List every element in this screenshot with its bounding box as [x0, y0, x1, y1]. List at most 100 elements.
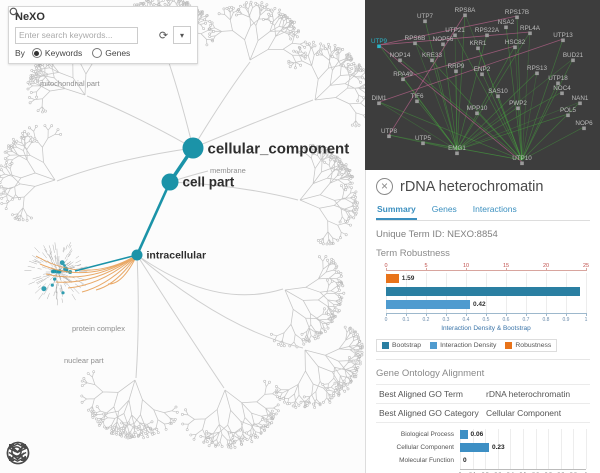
- tab-interactions[interactable]: Interactions: [472, 204, 517, 214]
- tab-summary[interactable]: Summary: [376, 204, 417, 220]
- network-node[interactable]: [485, 33, 489, 38]
- network-node[interactable]: [535, 71, 539, 76]
- cluster-term-node[interactable]: [61, 291, 65, 295]
- network-node-label[interactable]: KRE33: [422, 52, 442, 59]
- cluster-term-node[interactable]: [53, 277, 57, 281]
- zoom-out-button[interactable]: [6, 441, 67, 467]
- network-node[interactable]: [387, 134, 391, 139]
- network-node-label[interactable]: UTP18: [548, 75, 568, 82]
- network-node[interactable]: [377, 44, 381, 49]
- network-node-label[interactable]: RPS22A: [475, 27, 500, 34]
- tree-branch-label[interactable]: mitochondrial part: [40, 79, 101, 88]
- cluster-term-node[interactable]: [63, 264, 66, 267]
- network-node-label[interactable]: UTP21: [445, 27, 465, 34]
- search-mode-genes[interactable]: Genes: [92, 48, 130, 58]
- network-node-label[interactable]: KRR1: [470, 40, 487, 47]
- network-node[interactable]: [454, 69, 458, 74]
- network-node[interactable]: [463, 13, 467, 18]
- network-node[interactable]: [398, 58, 402, 63]
- network-node-label[interactable]: UTP13: [553, 32, 573, 39]
- network-node-label[interactable]: RPS17B: [505, 9, 529, 16]
- network-node-label[interactable]: NOP56: [433, 36, 454, 43]
- radio-icon[interactable]: [31, 48, 42, 58]
- network-node-label[interactable]: MPP10: [467, 105, 488, 112]
- tree-branch-label[interactable]: protein complex: [72, 324, 125, 333]
- network-node[interactable]: [413, 41, 417, 46]
- network-node[interactable]: [516, 106, 520, 111]
- tree-leaf-nodes[interactable]: [0, 0, 365, 450]
- network-node-label[interactable]: NOP6: [575, 120, 593, 127]
- network-node-label[interactable]: EMG1: [448, 145, 466, 152]
- network-node[interactable]: [423, 19, 427, 24]
- radio-icon[interactable]: [92, 48, 103, 58]
- network-node[interactable]: [571, 58, 575, 63]
- network-node-label[interactable]: HSC82: [505, 39, 526, 46]
- network-node[interactable]: [504, 25, 508, 30]
- reset-search-icon[interactable]: ⟳: [158, 29, 169, 42]
- close-icon[interactable]: ×: [376, 178, 393, 195]
- cluster-term-node[interactable]: [50, 269, 55, 274]
- layers-button[interactable]: [7, 441, 172, 467]
- network-node[interactable]: [515, 15, 519, 20]
- network-node-label[interactable]: NSA2: [498, 19, 515, 26]
- network-node[interactable]: [401, 77, 405, 82]
- network-node[interactable]: [476, 46, 480, 51]
- network-node[interactable]: [513, 45, 517, 50]
- search-input[interactable]: [15, 26, 138, 44]
- network-node[interactable]: [421, 141, 425, 146]
- network-node[interactable]: [528, 31, 532, 36]
- tree-term-node[interactable]: [182, 137, 204, 159]
- network-node-label[interactable]: NOC4: [553, 85, 571, 92]
- cluster-term-node[interactable]: [50, 283, 54, 287]
- network-node[interactable]: [475, 111, 479, 116]
- tree-node-label[interactable]: cellular_component: [208, 140, 350, 157]
- network-node-label[interactable]: UTP8: [381, 128, 398, 135]
- network-node-label[interactable]: SAS10: [488, 88, 508, 95]
- network-node-label[interactable]: RPA49: [393, 71, 413, 78]
- tree-node-label[interactable]: cell part: [183, 175, 235, 190]
- tab-genes[interactable]: Genes: [431, 204, 457, 214]
- network-node-label[interactable]: BUD21: [563, 52, 584, 59]
- network-node-label[interactable]: DIM1: [371, 95, 387, 102]
- network-node-label[interactable]: NAN1: [572, 95, 589, 102]
- search-icon[interactable]: [9, 7, 154, 42]
- tree-term-node[interactable]: [131, 249, 143, 261]
- fit-to-screen-button[interactable]: [9, 441, 102, 467]
- network-node[interactable]: [561, 38, 565, 43]
- network-node-label[interactable]: RPL4A: [520, 25, 541, 32]
- network-node[interactable]: [455, 151, 459, 156]
- network-node[interactable]: [582, 126, 586, 131]
- tree-branch-label[interactable]: membrane: [210, 166, 246, 175]
- network-node-label[interactable]: UTP7: [417, 13, 434, 20]
- collapse-tree-button[interactable]: [10, 441, 137, 467]
- network-node[interactable]: [520, 161, 524, 166]
- network-node[interactable]: [480, 72, 484, 77]
- network-node-label[interactable]: NOP14: [390, 52, 411, 59]
- network-node-label[interactable]: RPS6B: [405, 35, 426, 42]
- cluster-term-node[interactable]: [59, 260, 65, 266]
- network-node[interactable]: [578, 101, 582, 106]
- network-node[interactable]: [560, 91, 564, 96]
- network-node[interactable]: [415, 99, 419, 104]
- network-node-label[interactable]: UTP5: [415, 135, 432, 142]
- network-node[interactable]: [556, 81, 560, 86]
- network-node-label[interactable]: UTP9: [371, 38, 388, 45]
- network-node[interactable]: [453, 33, 457, 38]
- search-mode-keywords[interactable]: Keywords: [31, 48, 82, 58]
- network-node-label[interactable]: POL5: [560, 107, 577, 114]
- network-node-label[interactable]: PWP2: [509, 100, 527, 107]
- network-node[interactable]: [377, 101, 381, 106]
- tree-term-node[interactable]: [161, 173, 179, 191]
- tree-node-label[interactable]: intracellular: [147, 250, 207, 262]
- network-node[interactable]: [430, 58, 434, 63]
- network-node[interactable]: [441, 42, 445, 47]
- tree-branch-label[interactable]: nuclear part: [64, 356, 105, 365]
- network-node[interactable]: [566, 113, 570, 118]
- network-node-label[interactable]: TIF6: [411, 93, 424, 100]
- network-node[interactable]: [496, 94, 500, 99]
- search-options-dropdown[interactable]: ▾: [173, 26, 191, 44]
